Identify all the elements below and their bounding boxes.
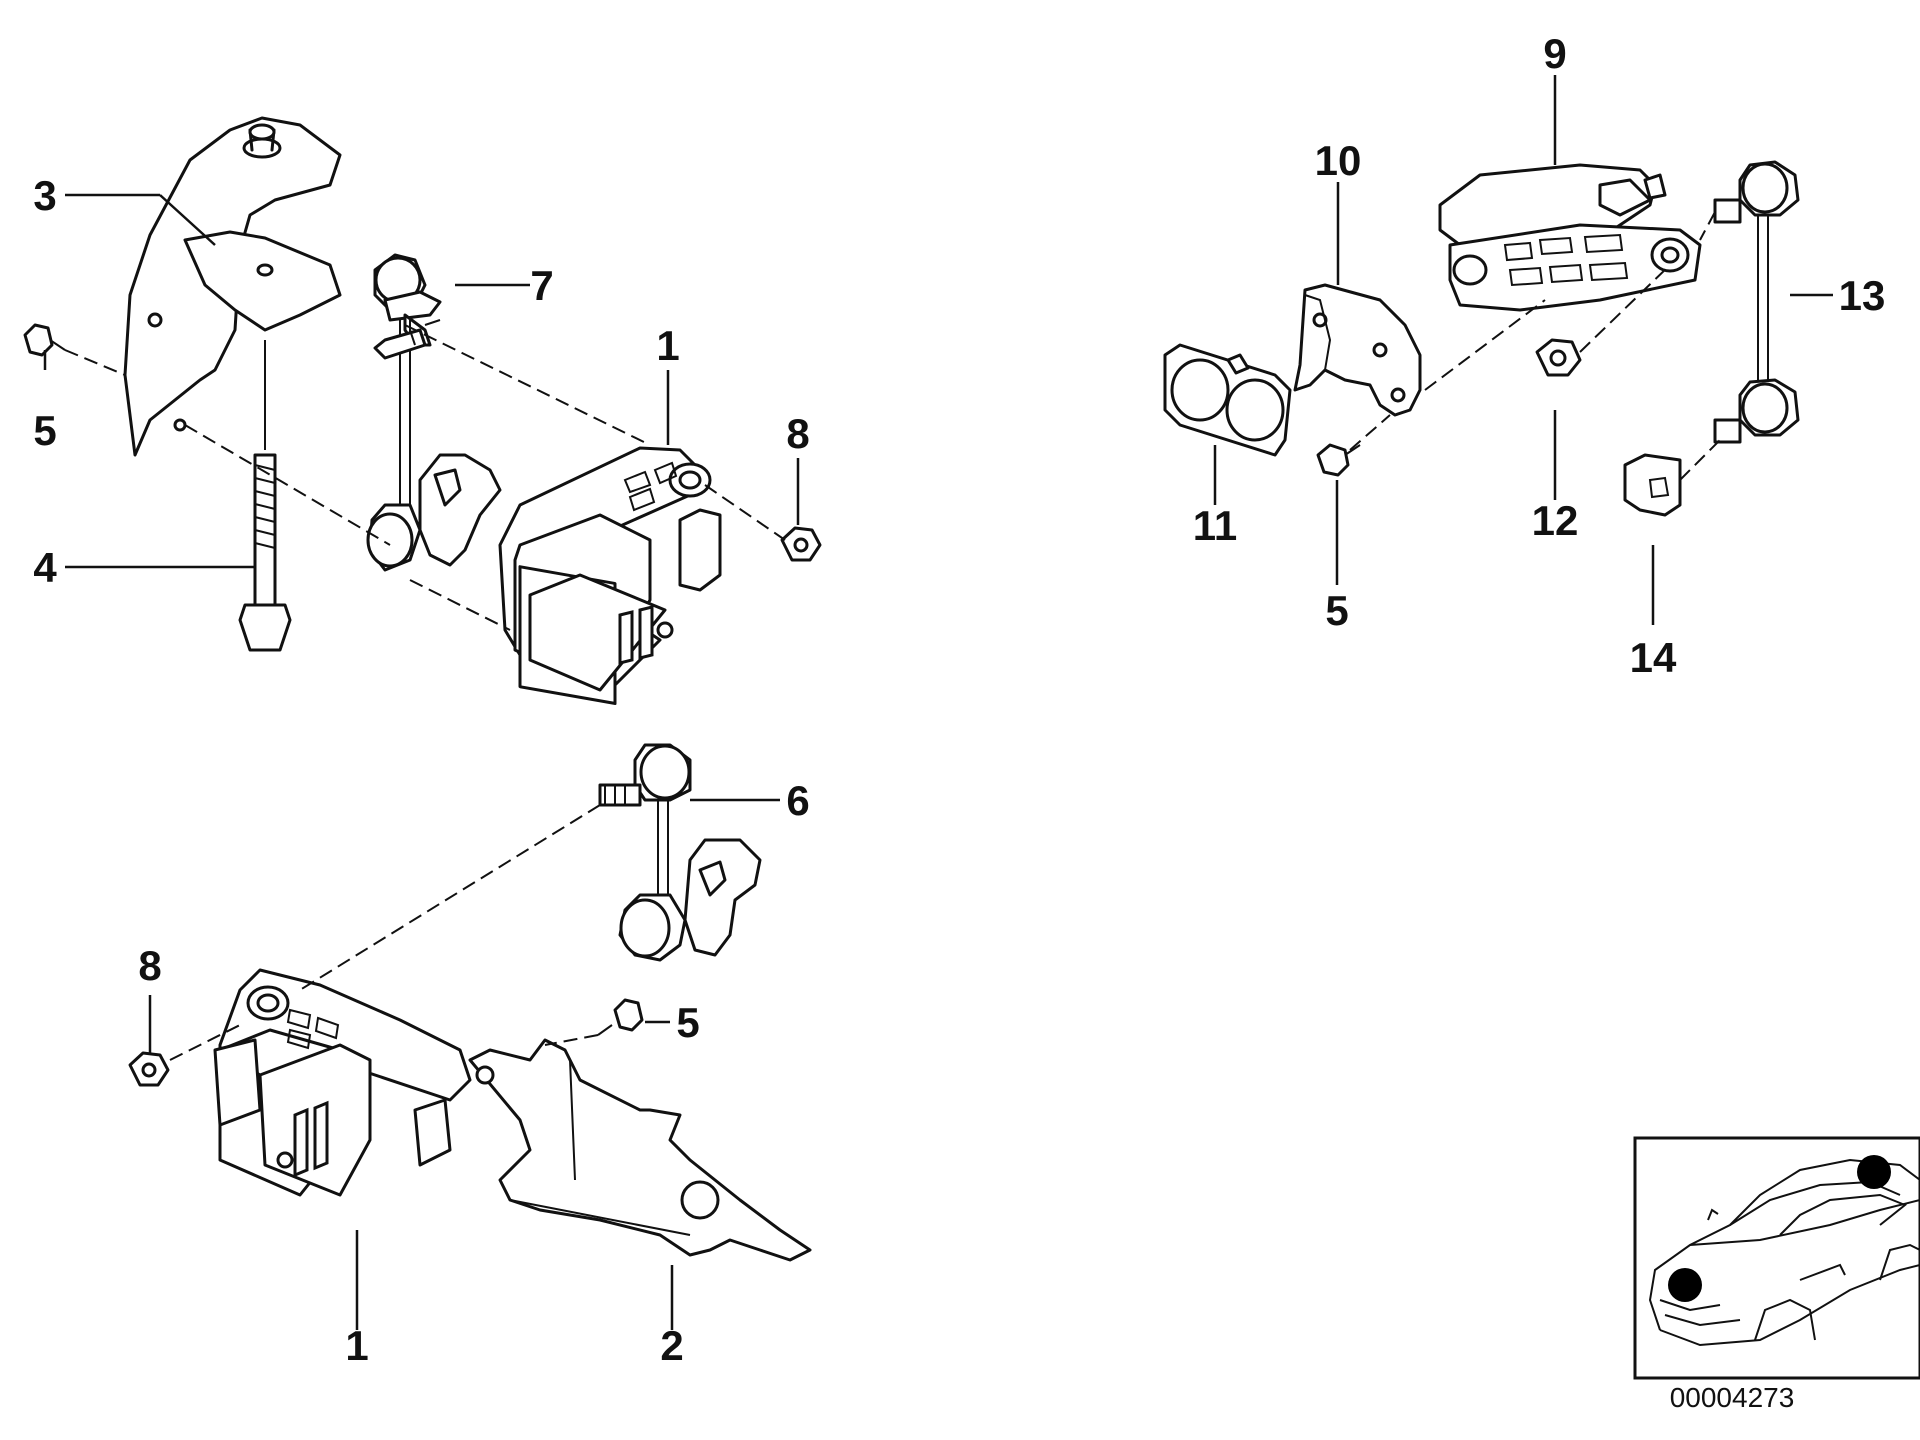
sensor-part-1-bottom — [213, 968, 472, 1197]
diagram-reference-number: 00004273 — [1670, 1382, 1795, 1413]
callout-4: 4 — [33, 544, 57, 591]
location-marker-rear — [1857, 1155, 1891, 1189]
bracket-part-3 — [123, 116, 342, 457]
callout-13: 13 — [1839, 272, 1886, 319]
callout-8-bottom: 8 — [138, 942, 161, 989]
callout-9: 9 — [1543, 30, 1566, 77]
link-rod-part-13 — [1713, 160, 1800, 444]
bolt-part-4 — [238, 340, 292, 652]
screw-part-5-bottom — [597, 998, 644, 1036]
callout-7: 7 — [530, 262, 553, 309]
vehicle-location-inset — [1633, 1136, 1920, 1380]
callout-10: 10 — [1315, 137, 1362, 184]
screw-part-5-right — [1316, 443, 1361, 477]
link-rod-part-6 — [598, 743, 762, 962]
car-outline-icon — [1648, 1155, 1920, 1347]
bracket-part-2 — [468, 1038, 812, 1262]
callout-14: 14 — [1630, 634, 1677, 681]
screw-part-5-left — [23, 323, 126, 376]
bracket-part-10 — [1293, 283, 1422, 417]
callout-5-bottom: 5 — [676, 999, 699, 1046]
callout-6: 6 — [786, 777, 809, 824]
callout-3: 3 — [33, 172, 56, 219]
callout-5-right: 5 — [1325, 587, 1348, 634]
clip-part-14 — [1623, 453, 1682, 517]
sensor-part-9 — [1438, 163, 1702, 312]
callout-1-bottom: 1 — [345, 1322, 368, 1369]
nut-part-8-top — [780, 526, 822, 562]
nut-part-8-bottom — [128, 1051, 170, 1087]
leader-lines — [43, 75, 1833, 1330]
callout-5-left: 5 — [33, 407, 56, 454]
location-marker-front — [1668, 1268, 1702, 1302]
pad-part-11 — [1163, 343, 1292, 457]
link-rod-part-7 — [366, 253, 502, 572]
callout-8-top: 8 — [786, 410, 809, 457]
callout-12: 12 — [1532, 497, 1579, 544]
sensor-part-1-top — [498, 446, 722, 705]
callout-11: 11 — [1193, 502, 1237, 549]
callout-2: 2 — [660, 1322, 683, 1369]
nut-part-12 — [1535, 338, 1582, 377]
callout-1-top: 1 — [656, 322, 679, 369]
